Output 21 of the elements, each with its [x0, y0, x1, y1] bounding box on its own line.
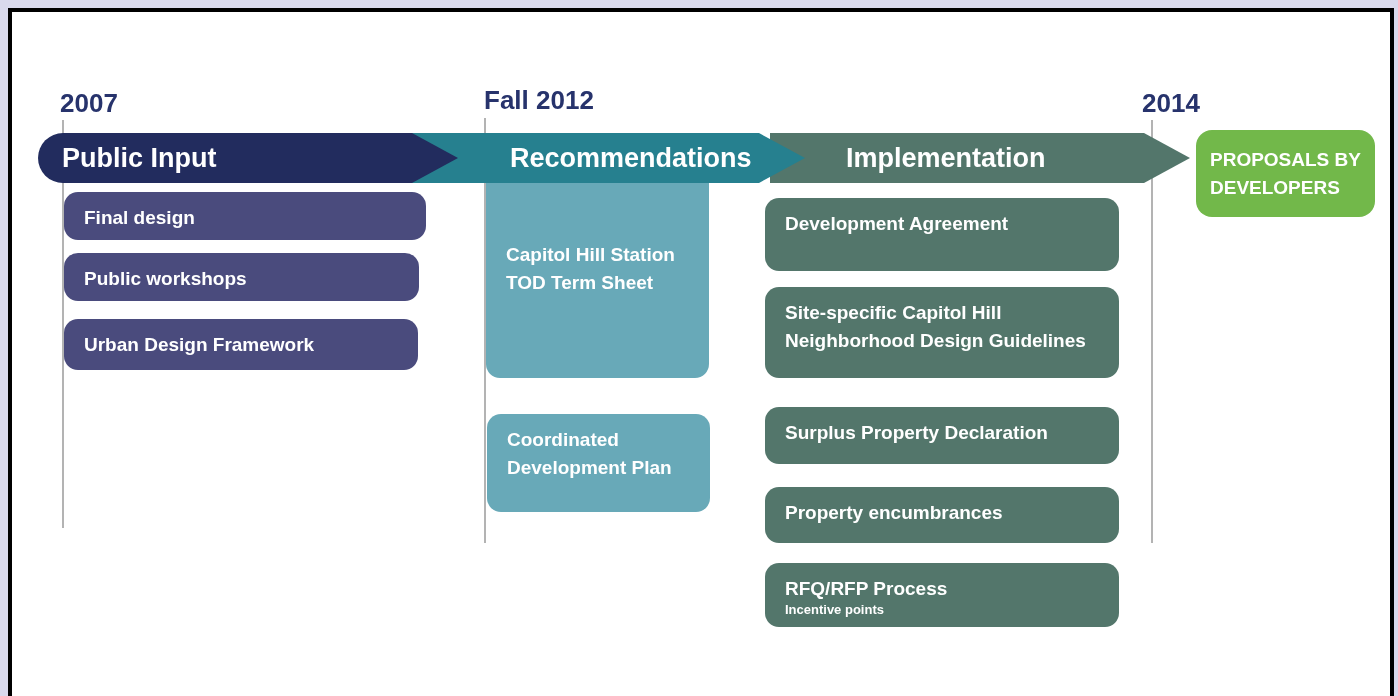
step-box: Capitol Hill Station TOD Term Sheet: [486, 183, 709, 378]
phase-title: Implementation: [846, 142, 1046, 175]
phase-arrow-band: [38, 133, 458, 183]
step-box: Property encumbrances: [765, 487, 1119, 543]
step-box: Urban Design Framework: [64, 319, 418, 370]
step-box: Final design: [64, 192, 426, 240]
year-label: 2014: [1142, 88, 1200, 119]
step-card: [765, 563, 1119, 627]
year-label: Fall 2012: [484, 85, 594, 116]
phase-title: Recommendations: [510, 142, 752, 175]
outcome-box: PROPOSALS BY DEVELOPERS: [1196, 130, 1375, 217]
phase-arrow-band: [770, 133, 1190, 183]
step-title: RFQ/RFP Process: [785, 577, 949, 601]
phase-title: Public Input: [62, 142, 217, 175]
step-box: Surplus Property Declaration: [765, 407, 1119, 464]
step-box: Coordinated Development Plan: [487, 414, 710, 512]
year-label: 2007: [60, 88, 118, 119]
step-box: Development Agreement: [765, 198, 1119, 271]
step-box: Site-specific Capitol Hill Neighborhood Design Guidelines: [765, 287, 1119, 378]
step-box: Public workshops: [64, 253, 419, 301]
step-note: Incentive points: [785, 603, 885, 617]
